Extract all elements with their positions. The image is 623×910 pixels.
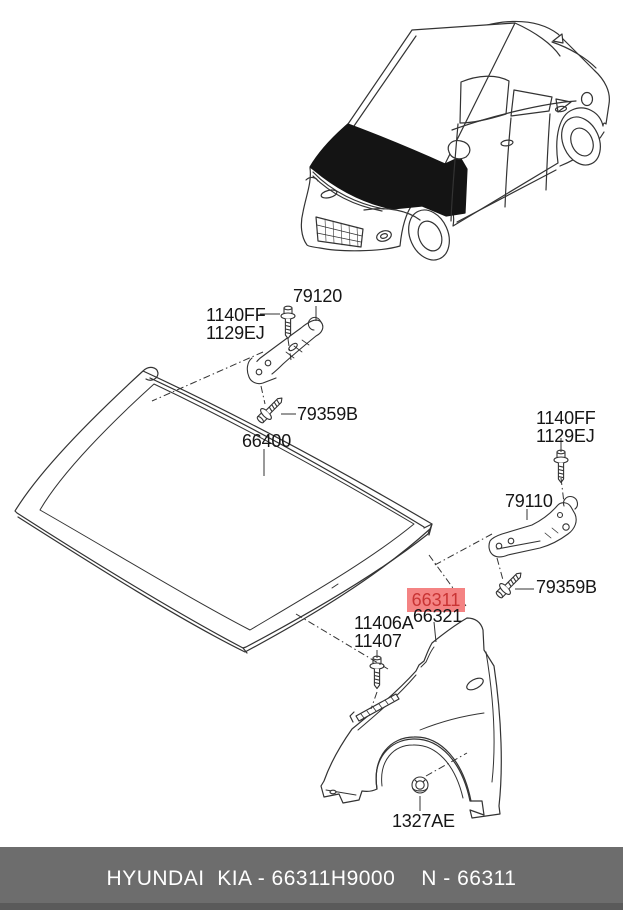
car-illustration — [300, 20, 610, 261]
footer-reference-number: N - 66311 — [421, 866, 517, 890]
part-label-line: 1129EJ — [206, 323, 265, 343]
bolt-icon-fender — [369, 655, 385, 690]
part-label-79110[interactable]: 79110 — [505, 491, 553, 511]
bolt-icon-upper-right — [553, 449, 569, 484]
part-label-66400[interactable]: 66400 — [242, 431, 292, 451]
hinge-upper-drawing — [246, 316, 324, 385]
footer-part-info-bar: HYUNDAI KIA - 66311H9000 N - 66311 — [0, 847, 623, 910]
fender-drawing — [320, 617, 502, 819]
hinge-lower-drawing — [488, 496, 578, 558]
part-label-66321[interactable]: 66321 — [413, 606, 463, 626]
hood-drawing — [14, 366, 433, 654]
part-label-line: 11406A — [354, 613, 414, 633]
footer-part-number: HYUNDAI KIA - 66311H9000 — [106, 866, 396, 890]
alignment-dash-lines — [151, 338, 565, 777]
part-label-79359b-upper[interactable]: 79359B — [297, 404, 358, 424]
part-label-79120[interactable]: 79120 — [293, 286, 343, 306]
part-label-1140ff-upper[interactable]: 1140FF 1129EJ — [206, 306, 266, 342]
nut-icon-fender — [411, 776, 429, 794]
part-label-line: 11407 — [354, 631, 402, 651]
screw-icon-right — [492, 567, 527, 602]
part-label-line: 1140FF — [206, 305, 266, 325]
footer-bottom-edge — [0, 903, 623, 910]
part-label-79359b-lower[interactable]: 79359B — [536, 577, 597, 597]
highlighted-part-number: 66311 — [411, 589, 461, 610]
leader-lines — [260, 306, 562, 811]
screw-icon-left — [253, 392, 288, 427]
part-label-11406a[interactable]: 11406A 11407 — [354, 614, 414, 650]
part-label-line: 1140FF — [536, 408, 596, 428]
part-label-1140ff-lower[interactable]: 1140FF 1129EJ — [536, 409, 596, 445]
part-label-66311-highlighted[interactable]: 66311 — [407, 588, 465, 612]
part-label-line: 1129EJ — [536, 426, 595, 446]
part-label-1327ae[interactable]: 1327AE — [392, 811, 455, 831]
